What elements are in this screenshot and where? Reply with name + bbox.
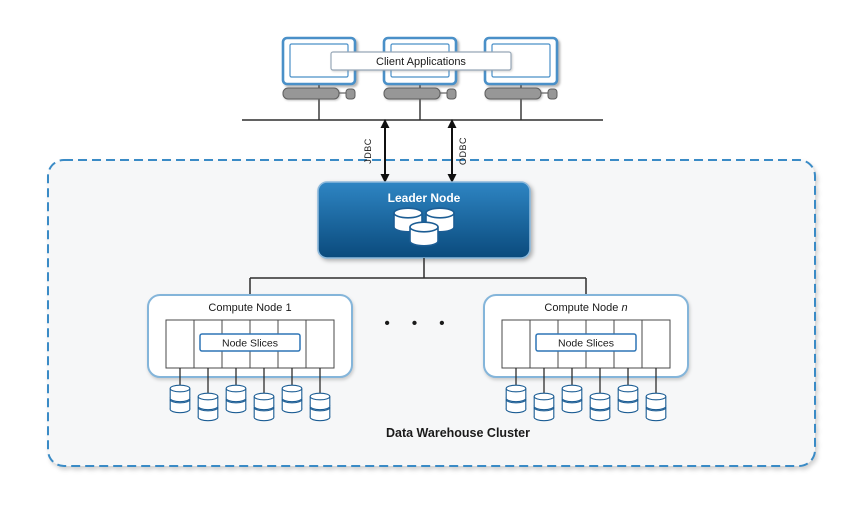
disk-array xyxy=(506,368,666,421)
disk-icon xyxy=(562,385,582,413)
client-computer-2 xyxy=(384,38,456,120)
odbc-label: ODBC xyxy=(458,137,468,165)
compute-node-n: Compute Node n Node Slices xyxy=(483,294,689,421)
compute-node-n-title: Compute Node n xyxy=(544,302,627,314)
client-computer-3 xyxy=(485,38,557,120)
leader-node-title: Leader Node xyxy=(388,191,461,205)
compute-node-1-title: Compute Node 1 xyxy=(208,302,291,314)
ellipsis-dots: • • • xyxy=(384,315,453,332)
node-slices: Node Slices xyxy=(165,319,335,369)
disk-icon xyxy=(646,393,666,421)
database-icon xyxy=(409,221,439,247)
node-slices-label: Node Slices xyxy=(222,338,278,350)
jdbc-label: JDBC xyxy=(363,138,373,164)
disk-icon xyxy=(618,385,638,413)
compute-node-1: Compute Node 1 Node Slices xyxy=(147,294,353,421)
odbc-arrowhead-up xyxy=(447,119,457,128)
connector-lines xyxy=(249,258,587,295)
jdbc-arrow: JDBC xyxy=(363,119,390,183)
disk-array xyxy=(170,368,330,421)
disk-icon xyxy=(198,393,218,421)
disk-icon xyxy=(534,393,554,421)
jdbc-arrowhead-up xyxy=(380,119,390,128)
leader-node: Leader Node xyxy=(317,181,531,259)
disk-icon xyxy=(254,393,274,421)
disk-icon xyxy=(310,393,330,421)
client-computer-1 xyxy=(283,38,355,120)
node-slices-label: Node Slices xyxy=(558,338,614,350)
odbc-arrow: ODBC xyxy=(447,119,468,183)
client-applications-label-text: Client Applications xyxy=(376,56,466,68)
client-applications-label-box xyxy=(330,51,512,71)
disk-icon xyxy=(506,385,526,413)
disk-icon xyxy=(170,385,190,413)
node-slices: Node Slices xyxy=(501,319,671,369)
client-applications-label: Client Applications xyxy=(330,51,512,71)
disk-lines xyxy=(515,368,657,394)
disk-icon xyxy=(282,385,302,413)
node-slices-label-box xyxy=(535,333,637,352)
odbc-arrowhead-down xyxy=(447,174,457,183)
cluster-label: Data Warehouse Cluster xyxy=(386,426,530,440)
disk-lines xyxy=(179,368,321,394)
node-slices-label-box xyxy=(199,333,301,352)
jdbc-arrowhead-down xyxy=(380,174,390,183)
client-computers xyxy=(283,38,557,120)
disk-icon xyxy=(226,385,246,413)
disk-icon xyxy=(590,393,610,421)
